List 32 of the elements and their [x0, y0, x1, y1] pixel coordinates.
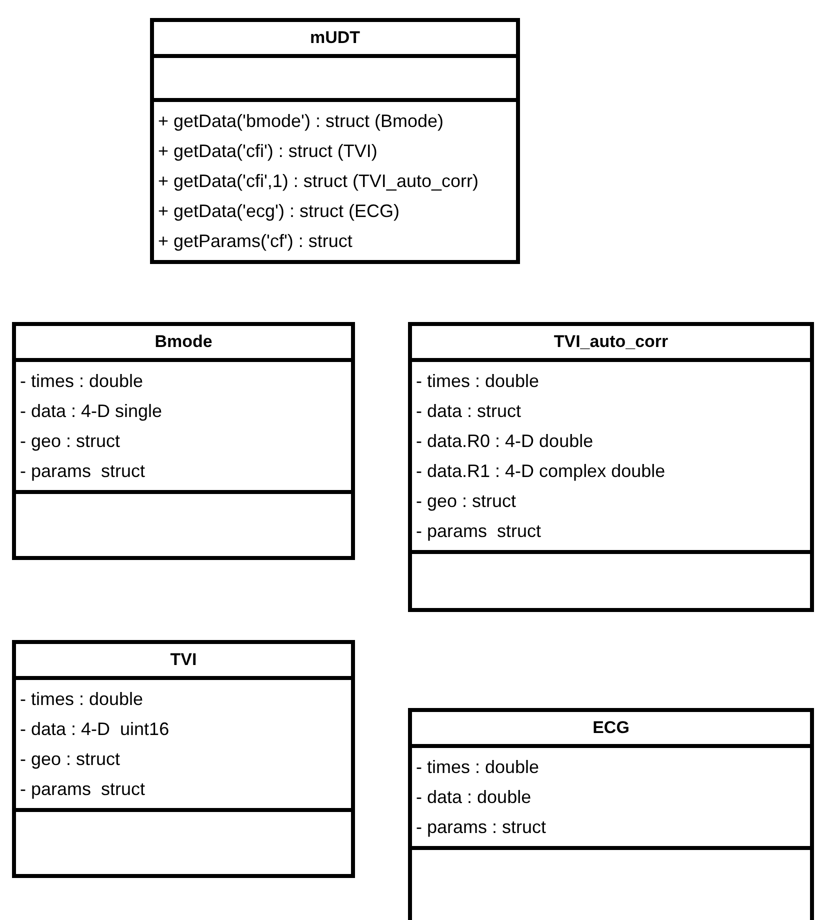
member-text: - data : double: [416, 786, 532, 809]
member-text: - times : double: [416, 370, 540, 393]
class-name: Bmode: [154, 331, 214, 353]
member-text: - data : 4-D uint16: [20, 718, 170, 741]
member-text: - params struct: [20, 460, 146, 483]
class-box: [12, 322, 355, 560]
member-text: - times : double: [20, 370, 144, 393]
member-text: - geo : struct: [20, 430, 122, 453]
member-text: - params struct: [20, 778, 146, 801]
member-text: - geo : struct: [20, 748, 122, 771]
member-text: + getData('cfi') : struct (TVI): [158, 140, 378, 163]
class-box: [12, 640, 355, 878]
member-text: - params : struct: [416, 816, 548, 839]
class-box: [408, 322, 814, 612]
class-name: TVI_auto_corr: [552, 331, 670, 353]
member-text: - params struct: [416, 520, 542, 543]
member-text: - data.R0 : 4-D double: [416, 430, 594, 453]
class-box: [150, 18, 520, 264]
class-name: mUDT: [308, 27, 362, 49]
member-text: - geo : struct: [416, 490, 518, 513]
member-text: - data : 4-D single: [20, 400, 164, 423]
class-box: [408, 708, 814, 920]
class-name: TVI: [169, 649, 198, 671]
class-name: ECG: [592, 717, 630, 739]
member-text: - times : double: [416, 756, 540, 779]
member-text: + getParams('cf') : struct: [158, 230, 354, 253]
member-text: - data.R1 : 4-D complex double: [416, 460, 666, 483]
member-text: + getData('ecg') : struct (ECG): [158, 200, 400, 223]
member-text: + getData('cfi',1) : struct (TVI_auto_corr): [158, 170, 480, 193]
member-text: + getData('bmode') : struct (Bmode): [158, 110, 444, 133]
member-text: - times : double: [20, 688, 144, 711]
member-text: - data : struct: [416, 400, 522, 423]
